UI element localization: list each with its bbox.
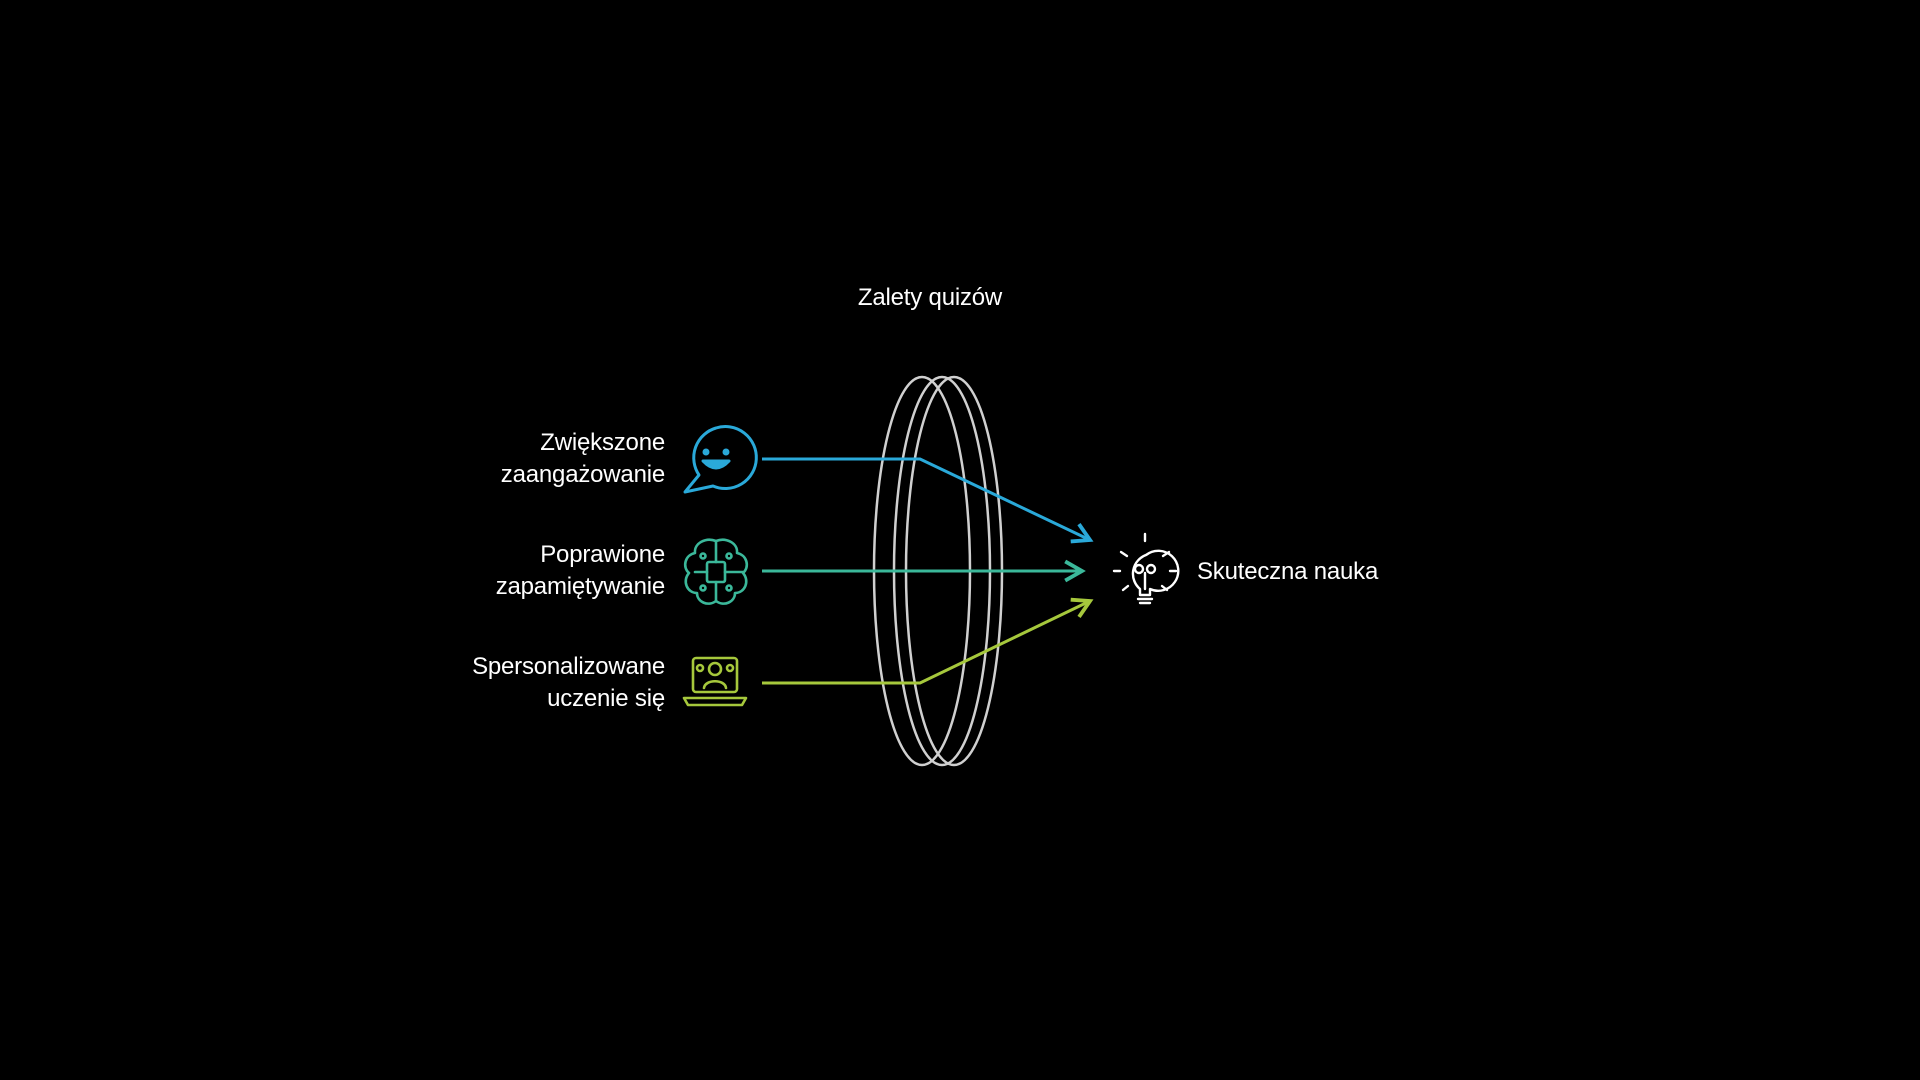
input-label-engagement: Zwiększone zaangażowanie: [405, 427, 665, 491]
input-label-line2: zapamiętywanie: [495, 573, 665, 600]
lightbulb-icon: [1112, 532, 1180, 605]
smiling-chat-bubble-icon: [683, 425, 758, 494]
input-label-line1: Zwiększone: [540, 429, 665, 456]
input-label-line1: Spersonalizowane: [472, 653, 665, 680]
input-label-line1: Poprawione: [540, 541, 665, 568]
input-label-retention: Poprawione zapamiętywanie: [405, 539, 665, 603]
arrow-engagement: [762, 457, 1094, 544]
brain-chip-icon: [683, 538, 749, 605]
input-label-line2: zaangażowanie: [500, 461, 665, 488]
diagram-title: Zalety quizów: [857, 284, 1003, 311]
input-label-line2: uczenie się: [547, 685, 665, 712]
arrow-personalized: [762, 597, 1094, 685]
laptop-user-icon: [682, 656, 748, 707]
output-label: Skuteczna nauka: [1197, 558, 1379, 585]
input-label-personalized: Spersonalizowane uczenie się: [405, 651, 665, 715]
